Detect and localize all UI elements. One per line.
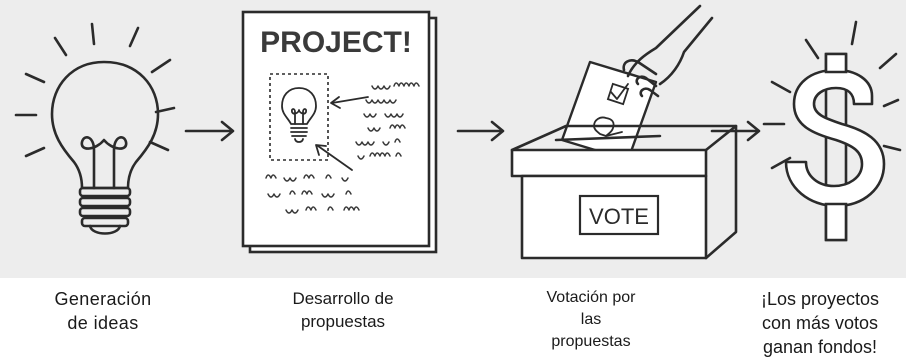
lightbulb-rays bbox=[14, 22, 176, 158]
caption-voting: Votación por las propuestas bbox=[506, 287, 676, 353]
caption-line: Generación bbox=[54, 289, 152, 309]
caption-line: Desarrollo de bbox=[292, 289, 394, 308]
arrow-right-icon bbox=[184, 120, 235, 142]
background-band bbox=[0, 0, 906, 278]
bulb-filament bbox=[80, 136, 128, 190]
box-lid bbox=[510, 148, 708, 178]
caption-idea-generation: Generación de ideas bbox=[18, 287, 188, 335]
lightbulb-icon bbox=[14, 22, 176, 235]
vote-label: VOTE bbox=[589, 204, 649, 229]
project-document-icon: PROJECT! bbox=[241, 10, 438, 254]
hand-icon bbox=[622, 4, 714, 98]
caption-line: con más votos bbox=[761, 313, 879, 333]
caption-proposal-development: Desarrollo de propuestas bbox=[258, 287, 428, 333]
caption-funding: ¡Los proyectos con más votos ganan fondo… bbox=[735, 287, 905, 359]
caption-line: propuestas bbox=[300, 312, 386, 331]
scribble-text bbox=[265, 82, 420, 214]
arrow-right-icon bbox=[456, 120, 505, 142]
dollar-rays bbox=[762, 20, 902, 170]
diagram-artwork: PROJECT! bbox=[0, 0, 906, 278]
caption-line: ¡Los proyectos bbox=[760, 289, 880, 309]
caption-line: propuestas bbox=[551, 333, 631, 350]
box-side bbox=[704, 124, 738, 260]
document-title: PROJECT! bbox=[260, 26, 412, 59]
mini-bulb-icon bbox=[281, 87, 317, 143]
box-top bbox=[510, 124, 738, 152]
ballot-slot bbox=[554, 134, 662, 142]
vote-label-plate bbox=[578, 194, 660, 236]
ballot-box-icon: VOTE bbox=[510, 4, 738, 260]
caption-line: de ideas bbox=[67, 313, 139, 333]
caption-line: las bbox=[580, 311, 602, 328]
caption-line: ganan fondos! bbox=[762, 337, 878, 357]
dollar-bar-bottom bbox=[824, 202, 848, 242]
dollar-s-shape bbox=[784, 68, 886, 208]
bulb-base bbox=[78, 186, 132, 235]
dollar-bar-top bbox=[824, 52, 848, 74]
pointer-arrows bbox=[315, 96, 369, 171]
document-front-page bbox=[241, 10, 431, 248]
caption-line: Votación por bbox=[546, 289, 636, 306]
dollar-sign-icon bbox=[762, 20, 902, 242]
arrow-right-icon bbox=[710, 120, 761, 142]
